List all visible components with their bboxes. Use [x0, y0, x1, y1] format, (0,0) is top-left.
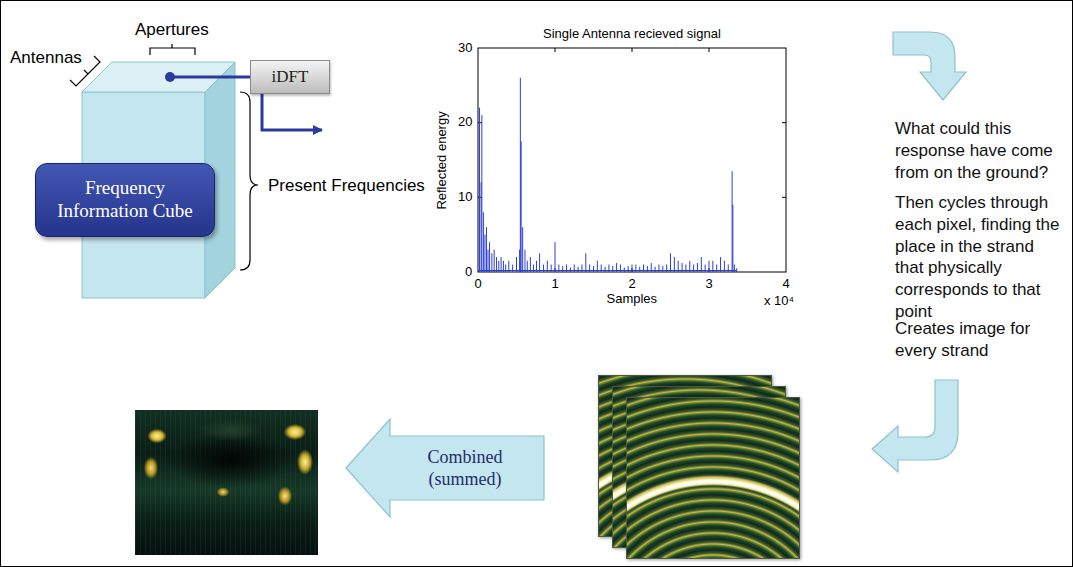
text-group: Combined (summed) [415, 446, 515, 491]
axis-title: Reflected energy [435, 111, 450, 209]
axis-multiplier: x 10⁴ [764, 294, 794, 309]
part-label: Present Frequencies [268, 176, 425, 196]
tick-label: 30 [458, 41, 472, 56]
curved-arrow [893, 32, 966, 100]
output-arrow [262, 94, 322, 130]
note-text: Creates image for every strand [895, 318, 1065, 362]
signal-wire [170, 76, 250, 79]
note-text: Then cycles through each pixel, finding … [895, 192, 1065, 323]
frequencies-bracket [240, 92, 258, 270]
tick-label: 10 [458, 190, 472, 205]
text-group: iDFT [272, 67, 309, 87]
strand-image [626, 397, 800, 559]
arrow-shape [345, 418, 545, 518]
cube-title-box: Frequency Information Cube [35, 163, 215, 237]
tick-label: 0 [465, 265, 472, 280]
block-arrow: Combined (summed) [345, 418, 545, 518]
tick-label: 1 [552, 277, 559, 292]
node-text: Frequency Information Cube [48, 177, 202, 223]
tick-label: 3 [706, 277, 713, 292]
tick-label: 20 [458, 115, 472, 130]
signal-plot [478, 48, 786, 272]
process-box: iDFT [250, 60, 330, 94]
node-text: Combined (summed) [415, 446, 515, 491]
tick-label: 0 [475, 277, 482, 292]
tick-label: 2 [629, 277, 636, 292]
plot-title: Single Antenna recieved signal [543, 27, 721, 42]
part-label: Apertures [135, 20, 209, 40]
note-text: What could this response have come from … [895, 118, 1065, 183]
text-group: Frequency Information Cube [48, 177, 202, 223]
apertures-bracket [150, 44, 195, 55]
axis-title: Samples [607, 292, 658, 307]
combined-image [135, 410, 318, 555]
curved-arrow [872, 380, 958, 472]
part-label: Antennas [10, 48, 82, 68]
node-text: iDFT [272, 67, 309, 87]
tick-label: 4 [783, 277, 790, 292]
